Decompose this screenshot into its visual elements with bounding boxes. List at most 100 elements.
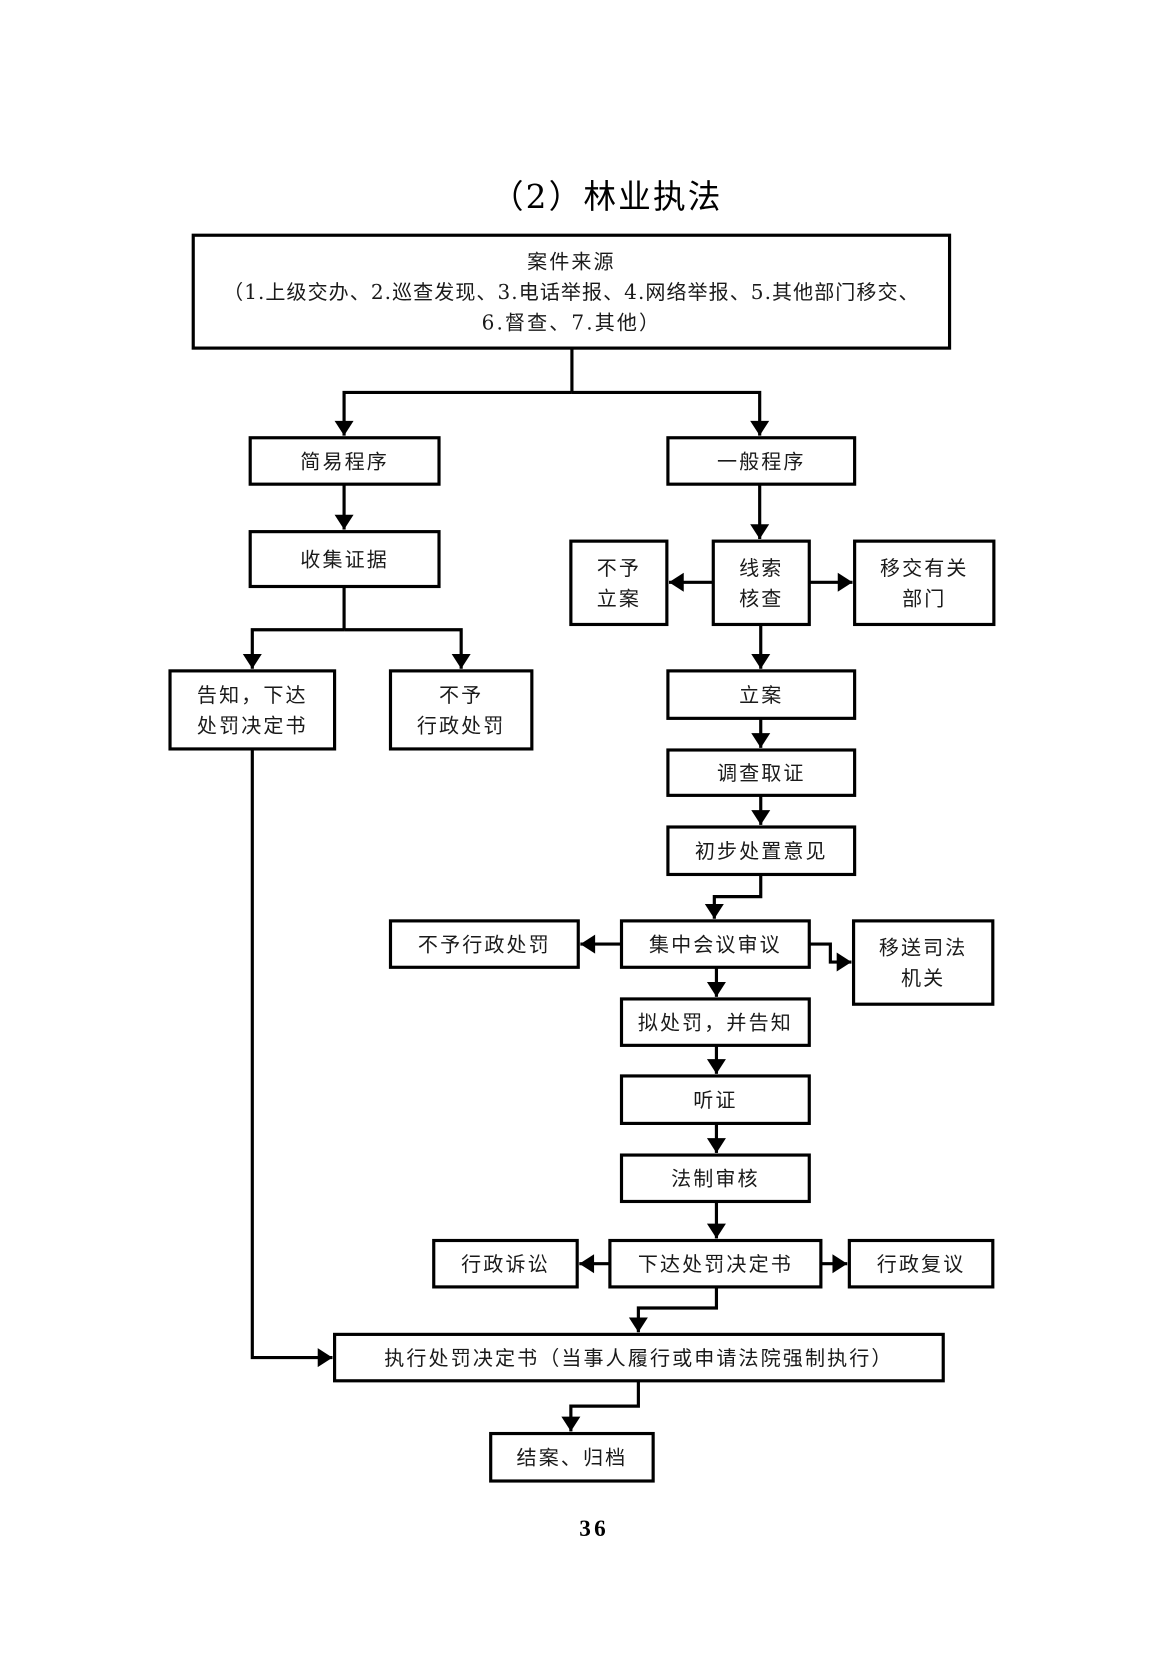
node-box bbox=[666, 748, 857, 797]
node-no-penalty-simple bbox=[388, 669, 534, 751]
connector-clue-filing bbox=[751, 624, 771, 669]
node-litigation bbox=[432, 1238, 579, 1289]
arrowhead-icon bbox=[750, 524, 770, 540]
arrowhead-icon bbox=[317, 1348, 333, 1368]
node-label: 调查取证 bbox=[717, 761, 806, 785]
connector-line bbox=[342, 390, 572, 436]
node-label: 听证 bbox=[693, 1088, 737, 1112]
arrowhead-icon bbox=[706, 1059, 726, 1074]
node-no-filing bbox=[569, 539, 669, 627]
node-collect bbox=[248, 530, 441, 589]
arrowhead-icon bbox=[334, 420, 354, 436]
connector-line bbox=[569, 1380, 640, 1432]
connector-line bbox=[344, 628, 463, 669]
connector-to-simple bbox=[334, 390, 572, 436]
connector-line bbox=[712, 874, 763, 919]
arrowhead-icon bbox=[836, 952, 852, 972]
node-label: 行政复议 bbox=[877, 1252, 966, 1276]
node-propose-penalty bbox=[619, 997, 811, 1047]
node-close bbox=[489, 1431, 655, 1483]
connector-propose-hearing bbox=[706, 1045, 726, 1074]
node-label: 线索 bbox=[739, 556, 783, 580]
node-box bbox=[619, 997, 811, 1047]
node-legal-review bbox=[619, 1153, 811, 1204]
node-label: 立案 bbox=[739, 683, 783, 707]
node-no-penalty-general bbox=[388, 919, 580, 969]
arrowhead-icon bbox=[580, 934, 596, 954]
arrowhead-icon bbox=[751, 654, 771, 669]
node-box bbox=[191, 233, 952, 350]
arrowhead-icon bbox=[751, 733, 771, 748]
arrowhead-icon bbox=[837, 572, 853, 592]
connector-line bbox=[250, 628, 345, 669]
node-label: 核查 bbox=[739, 586, 783, 610]
arrowhead-icon bbox=[706, 1138, 726, 1153]
node-reconsideration bbox=[847, 1238, 995, 1289]
node-label: 执行处罚决定书（当事人履行或申请法院强制执行） bbox=[384, 1346, 893, 1370]
arrowhead-icon bbox=[706, 982, 726, 997]
arrowhead-icon bbox=[750, 420, 770, 436]
node-label: 拟处罚，并告知 bbox=[638, 1011, 793, 1035]
arrowhead-icon bbox=[832, 1254, 848, 1274]
page-title: （2）林业执法 bbox=[491, 178, 723, 216]
connector-issue-reconsideration bbox=[820, 1254, 848, 1274]
node-box bbox=[569, 539, 669, 627]
arrowhead-icon bbox=[451, 654, 471, 669]
connector-filing-investigate bbox=[751, 718, 771, 748]
connector-notify-execute bbox=[250, 748, 333, 1368]
connector-meeting-propose bbox=[706, 967, 726, 997]
arrowhead-icon bbox=[706, 1223, 726, 1239]
node-box bbox=[847, 1238, 995, 1289]
connector-meeting-nopenalty bbox=[580, 934, 622, 954]
node-label: 告知，下达 bbox=[197, 683, 308, 707]
arrowhead-icon bbox=[751, 810, 771, 825]
connector-to-notify bbox=[242, 628, 345, 669]
connector-line bbox=[571, 390, 762, 436]
node-box bbox=[432, 1238, 579, 1289]
node-label: 6.督查、7.其他） bbox=[482, 311, 662, 335]
node-label: 下达处罚决定书 bbox=[638, 1252, 793, 1276]
node-box bbox=[851, 919, 995, 1006]
node-box bbox=[711, 539, 811, 627]
node-label: 不予行政处罚 bbox=[418, 932, 551, 956]
node-label: （1.上级交办、2.巡查发现、3.电话举报、4.网络举报、5.其他部门移交、 bbox=[223, 280, 920, 304]
node-box bbox=[619, 1153, 811, 1204]
arrowhead-icon bbox=[242, 654, 262, 669]
node-box bbox=[489, 1431, 655, 1483]
node-label: 部门 bbox=[902, 586, 946, 610]
node-label: 结案、归档 bbox=[517, 1446, 628, 1470]
node-label: 不予 bbox=[597, 556, 641, 580]
node-label: 处罚决定书 bbox=[197, 714, 308, 738]
connector-line bbox=[636, 1286, 719, 1333]
arrowhead-icon bbox=[704, 904, 724, 919]
node-label: 案件来源 bbox=[527, 249, 616, 273]
node-clue-check bbox=[711, 539, 811, 627]
node-transfer-judicial bbox=[851, 919, 995, 1006]
node-label: 法制审核 bbox=[671, 1167, 760, 1191]
arrowhead-icon bbox=[628, 1317, 648, 1333]
connector-line bbox=[250, 748, 333, 1360]
arrowhead-icon bbox=[334, 514, 354, 530]
node-investigate bbox=[666, 748, 857, 797]
arrowhead-icon bbox=[561, 1416, 581, 1432]
connector-clue-nofiling bbox=[668, 572, 714, 592]
node-box bbox=[333, 1332, 945, 1383]
node-label: 行政处罚 bbox=[417, 714, 506, 738]
node-label: 机关 bbox=[901, 966, 945, 990]
node-transfer-dept bbox=[853, 539, 996, 627]
connector-to-general bbox=[571, 390, 770, 436]
node-label: 初步处置意见 bbox=[695, 839, 828, 863]
node-label: 立案 bbox=[597, 586, 641, 610]
node-label: 移送司法 bbox=[879, 936, 968, 960]
connector-hearing-legal bbox=[706, 1123, 726, 1153]
node-box bbox=[388, 919, 580, 969]
node-label: 一般程序 bbox=[717, 449, 806, 473]
node-box bbox=[388, 669, 534, 751]
arrowhead-icon bbox=[579, 1254, 595, 1274]
node-label: 简易程序 bbox=[300, 449, 389, 473]
node-box bbox=[248, 530, 441, 589]
node-label: 集中会议审议 bbox=[649, 932, 782, 956]
node-label: 行政诉讼 bbox=[461, 1252, 550, 1276]
node-label: 移交有关 bbox=[880, 556, 969, 580]
